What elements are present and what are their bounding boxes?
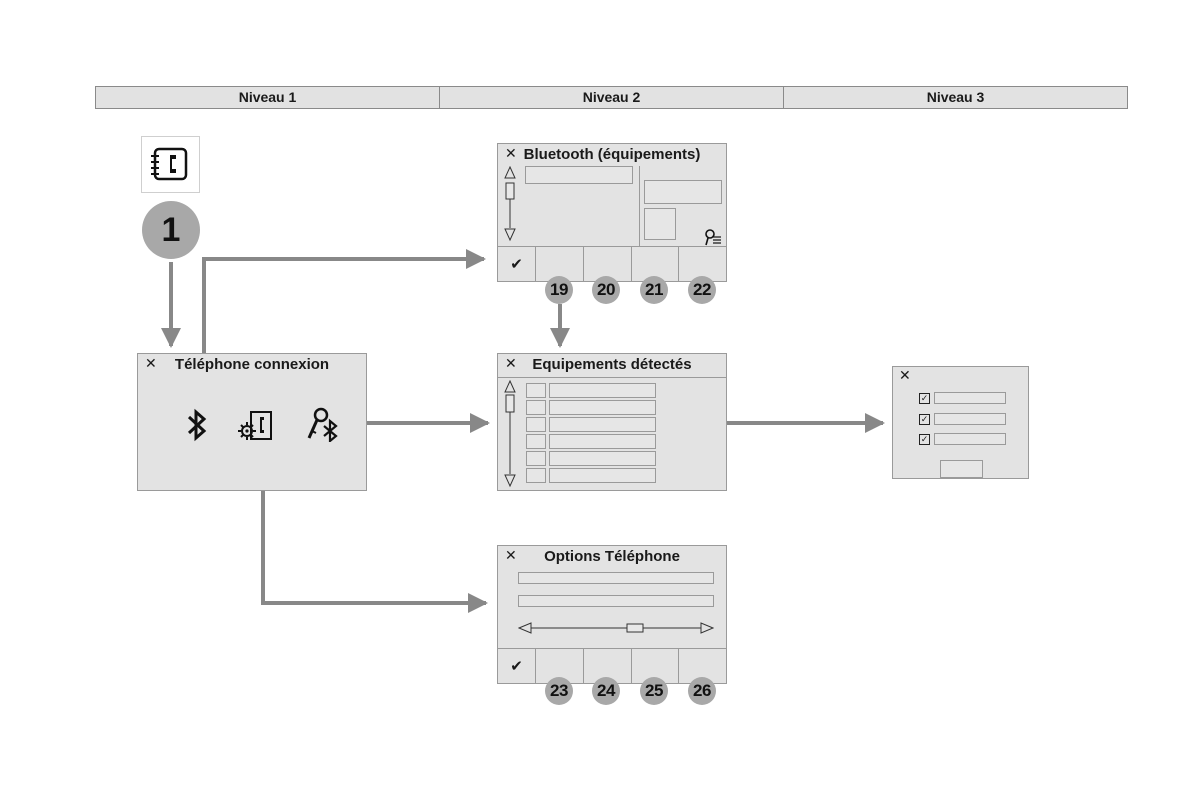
list-item-icon-box bbox=[526, 417, 546, 432]
title-bar: ✕ Equipements détectés bbox=[498, 354, 726, 378]
option-field[interactable] bbox=[518, 572, 714, 584]
checkbox-checked-icon[interactable]: ✓ bbox=[919, 414, 930, 425]
phone-book-icon[interactable] bbox=[141, 136, 200, 193]
list-item[interactable] bbox=[549, 434, 656, 449]
scrollbar[interactable] bbox=[503, 379, 517, 493]
function-button-20[interactable] bbox=[584, 247, 632, 281]
key-bluetooth-icon[interactable] bbox=[306, 406, 340, 447]
list-item[interactable] bbox=[549, 468, 656, 483]
step-badge-24: 24 bbox=[592, 677, 620, 705]
function-button-24[interactable] bbox=[584, 649, 632, 683]
confirm-button[interactable] bbox=[940, 460, 983, 478]
option-field[interactable] bbox=[518, 595, 714, 607]
list-item-icon-box bbox=[526, 451, 546, 466]
option-field[interactable] bbox=[934, 392, 1006, 404]
connection-profile-icon bbox=[704, 228, 722, 251]
option-field[interactable] bbox=[934, 433, 1006, 445]
step-badge-1: 1 bbox=[142, 201, 200, 259]
option-field[interactable] bbox=[934, 413, 1006, 425]
scrollbar[interactable] bbox=[503, 165, 517, 247]
close-icon[interactable]: ✕ bbox=[145, 355, 157, 371]
step-badge-26: 26 bbox=[688, 677, 716, 705]
close-icon[interactable]: ✕ bbox=[505, 145, 517, 161]
step-badge-21: 21 bbox=[640, 276, 668, 304]
list-item[interactable] bbox=[549, 383, 656, 398]
level3-screen: ✕ ✓ ✓ ✓ bbox=[892, 366, 1029, 479]
screen-title: Equipements détectés bbox=[532, 356, 692, 373]
list-item-icon-box bbox=[526, 468, 546, 483]
step-badge-23: 23 bbox=[545, 677, 573, 705]
step-badge-22: 22 bbox=[688, 276, 716, 304]
step-badge-20: 20 bbox=[592, 276, 620, 304]
bluetooth-icon[interactable] bbox=[186, 408, 208, 447]
validate-button[interactable]: ✔ bbox=[498, 247, 536, 281]
list-item[interactable] bbox=[549, 400, 656, 415]
level-2: Niveau 2 bbox=[440, 87, 784, 108]
equipements-detectes-screen: ✕ Equipements détectés bbox=[497, 353, 727, 491]
device-info-field bbox=[644, 180, 722, 204]
arrow-options-to-options bbox=[261, 452, 488, 613]
divider bbox=[639, 166, 640, 246]
close-icon[interactable]: ✕ bbox=[505, 547, 517, 563]
function-button-23[interactable] bbox=[536, 649, 584, 683]
step-badge-19: 19 bbox=[545, 276, 573, 304]
title-bar: ✕ Bluetooth (équipements) bbox=[498, 144, 726, 167]
level-1: Niveau 1 bbox=[96, 87, 440, 108]
title-bar: ✕ Téléphone connexion bbox=[138, 354, 366, 377]
list-item-icon-box bbox=[526, 383, 546, 398]
level-3: Niveau 3 bbox=[926, 89, 985, 105]
button-row: ✔ bbox=[498, 246, 726, 281]
function-button-25[interactable] bbox=[632, 649, 680, 683]
button-row: ✔ bbox=[498, 648, 726, 683]
close-icon[interactable]: ✕ bbox=[505, 355, 517, 371]
screen-title: Options Téléphone bbox=[544, 548, 680, 565]
telephone-connexion-screen: ✕ Téléphone connexion bbox=[137, 353, 367, 491]
title-bar: ✕ Options Téléphone bbox=[498, 546, 726, 569]
device-image-box bbox=[644, 208, 676, 240]
list-item[interactable] bbox=[549, 451, 656, 466]
step-badge-25: 25 bbox=[640, 677, 668, 705]
checkbox-checked-icon[interactable]: ✓ bbox=[919, 434, 930, 445]
screen-title: Téléphone connexion bbox=[174, 356, 330, 373]
validate-button[interactable]: ✔ bbox=[498, 649, 536, 683]
close-icon[interactable]: ✕ bbox=[899, 367, 911, 383]
function-button-19[interactable] bbox=[536, 247, 584, 281]
list-item-icon-box bbox=[526, 434, 546, 449]
bluetooth-equipements-screen: ✕ Bluetooth (équipements) ✔ bbox=[497, 143, 727, 282]
function-button-21[interactable] bbox=[632, 247, 680, 281]
volume-slider[interactable] bbox=[517, 621, 715, 640]
device-list-item[interactable] bbox=[525, 166, 633, 184]
level-header: Niveau 1 Niveau 2 Niveau 3 bbox=[95, 86, 1128, 109]
screen-title: Bluetooth (équipements) bbox=[523, 146, 701, 163]
list-item[interactable] bbox=[549, 417, 656, 432]
options-telephone-screen: ✕ Options Téléphone ✔ bbox=[497, 545, 727, 684]
list-item-icon-box bbox=[526, 400, 546, 415]
checkbox-checked-icon[interactable]: ✓ bbox=[919, 393, 930, 404]
phone-settings-icon[interactable] bbox=[237, 409, 275, 448]
